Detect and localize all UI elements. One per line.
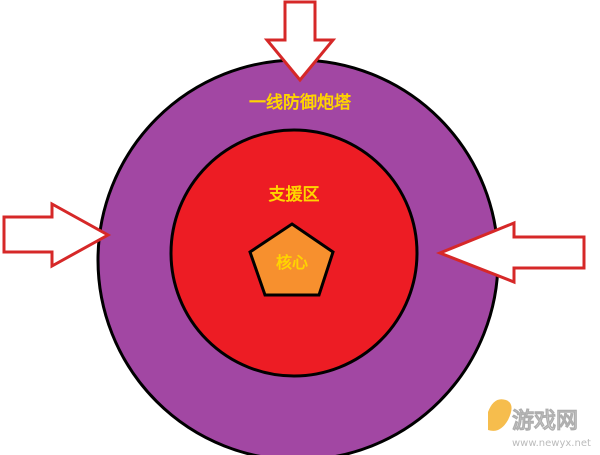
site-watermark-logo: 游戏网 www.newyx.net <box>488 399 591 449</box>
core-label: 核心 <box>276 253 308 272</box>
watermark-site-text: 游戏网 <box>512 408 578 434</box>
arrow-top-icon <box>263 0 337 83</box>
outer-zone-label: 一线防御炮塔 <box>249 92 352 113</box>
arrow-right-icon <box>435 220 586 285</box>
core-pentagon <box>248 222 335 297</box>
arrow-left-icon <box>2 201 112 269</box>
support-zone-label: 支援区 <box>269 184 320 205</box>
watermark-url-text: www.newyx.net <box>512 438 591 449</box>
